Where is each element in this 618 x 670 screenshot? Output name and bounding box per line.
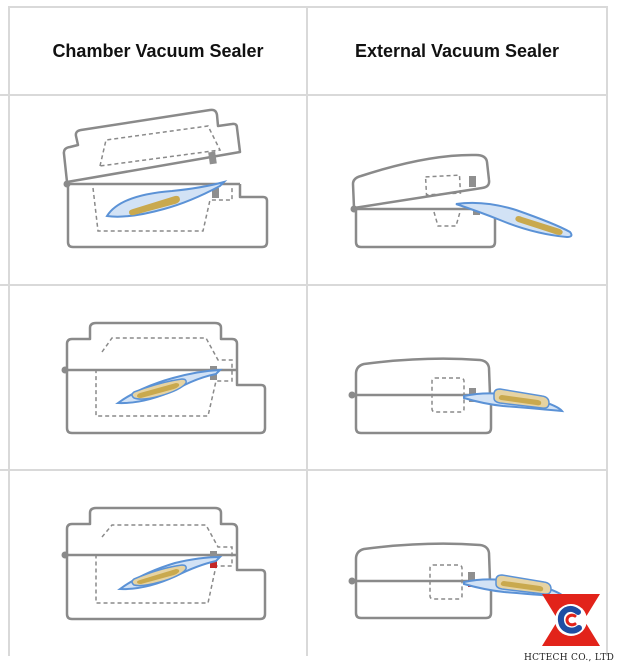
chamber-base [65, 370, 267, 435]
vacuum-bag [455, 201, 573, 239]
chamber-base [65, 555, 267, 621]
vacuum-bag [117, 555, 223, 591]
external-step-3-illustration [308, 471, 606, 656]
table-row-divider [0, 284, 608, 286]
watermark-company-name: HCTECH CO., LTD [524, 653, 615, 663]
hinge-icon [61, 366, 69, 374]
chamber-inner-outline [95, 337, 233, 417]
lid-seal-bar [469, 176, 476, 187]
chamber-closed-body [65, 321, 239, 370]
seal-bar [210, 551, 217, 560]
chamber-closed-body [65, 506, 239, 555]
hctech-logo [538, 592, 604, 648]
vacuum-bag [463, 574, 567, 599]
column-header-chamber: Chamber Vacuum Sealer [52, 40, 264, 61]
external-base [354, 395, 493, 435]
hinge-icon [348, 391, 356, 399]
base-seal-bar [212, 188, 219, 198]
external-step-1-illustration [308, 96, 606, 284]
hinge-icon [350, 205, 358, 213]
external-base [354, 209, 497, 249]
lid-seal-bar [208, 151, 217, 165]
lid-recess [429, 564, 463, 600]
base-recess [433, 211, 461, 227]
table-column-divider [306, 6, 308, 656]
chamber-step-1-illustration [10, 96, 306, 284]
vacuum-bag [463, 388, 565, 413]
external-step-2-illustration [308, 286, 606, 469]
table-row-divider [0, 469, 608, 471]
vacuum-bag [105, 180, 228, 218]
external-closed-body [354, 357, 492, 396]
hinge-icon [61, 551, 69, 559]
chamber-lid-recess [99, 125, 222, 167]
column-header-external: External Vacuum Sealer [354, 40, 560, 61]
table-right-border [606, 6, 608, 656]
external-base [354, 581, 493, 620]
lid-recess [424, 174, 462, 196]
table-top-border [8, 6, 608, 8]
chamber-step-3-illustration [10, 471, 306, 656]
hinge-icon [63, 180, 71, 188]
chamber-lid-open [62, 108, 242, 184]
table-left-border [8, 6, 10, 656]
chamber-inner-well [92, 187, 233, 232]
chamber-base [66, 182, 269, 249]
external-closed-body [354, 542, 492, 582]
seal-bar [468, 572, 475, 580]
chamber-step-2-illustration [10, 286, 306, 469]
table-row-divider [0, 94, 608, 96]
hinge-icon [348, 577, 356, 585]
heated-seal-bar [210, 560, 217, 568]
external-lid-open [351, 153, 491, 210]
vacuum-bag [115, 368, 223, 405]
